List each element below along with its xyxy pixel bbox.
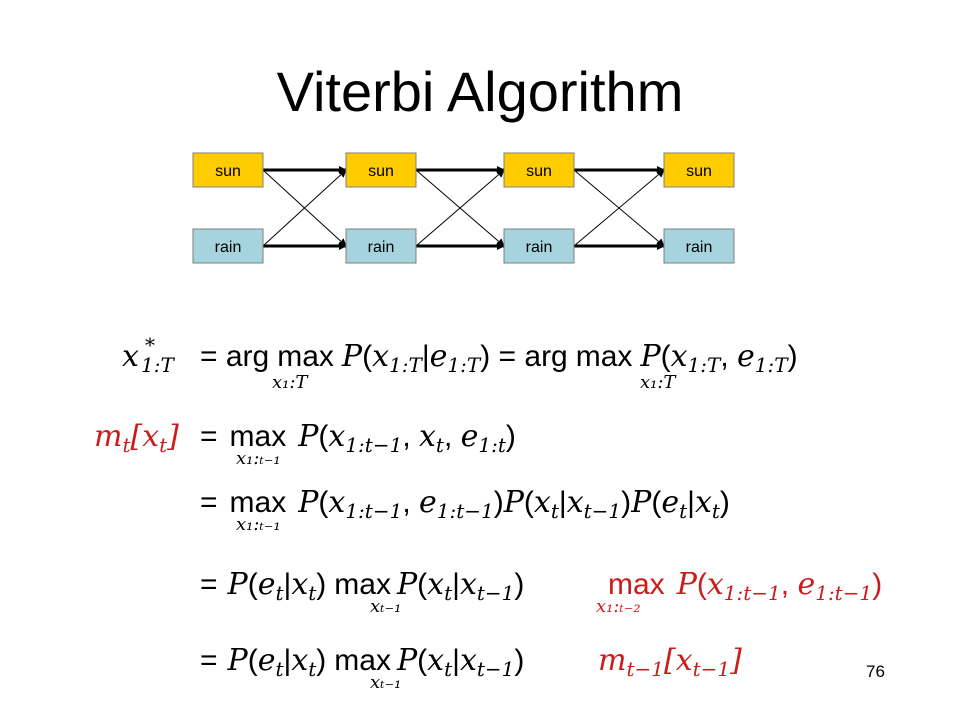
eq1-lhs: x [122, 339, 139, 374]
eq1-sub-a: x₁:T [272, 372, 309, 393]
trellis-node-box [503, 152, 575, 188]
eq5-sub: xₜ₋₁ [370, 672, 401, 693]
trellis-node-box [192, 228, 264, 264]
trellis-node-rain: rain [663, 228, 735, 264]
trellis-node-label: rain [526, 239, 553, 256]
eq2-lhs: mt[xt] [94, 419, 179, 457]
trellis-diagram: sun rain sun rain sun rain sun rain [192, 152, 735, 264]
trellis-node-label: sun [686, 163, 712, 180]
trellis-node-rain: rain [503, 228, 575, 264]
trellis-node-box [663, 228, 735, 264]
trellis-node-sun: sun [192, 152, 264, 188]
trellis-node-box [192, 152, 264, 188]
eq3-sub: x₁:ₜ₋₁ [236, 514, 281, 535]
trellis-node-box [345, 228, 417, 264]
page-number: 76 [866, 662, 885, 681]
trellis-node-label: sun [368, 163, 394, 180]
eq4-sub-black: xₜ₋₁ [370, 596, 401, 617]
trellis-node-sun: sun [663, 152, 735, 188]
slide-title: Viterbi Algorithm [276, 60, 684, 123]
trellis-edges [262, 166, 665, 250]
eq1-sub-b: x₁:T [640, 372, 677, 393]
trellis-node-sun: sun [503, 152, 575, 188]
trellis-node-label: rain [215, 239, 242, 256]
trellis-node-label: sun [526, 163, 552, 180]
trellis-node-rain: rain [345, 228, 417, 264]
eq4-sub-red: x₁:ₜ₋₂ [596, 596, 641, 617]
eq1-lhs-sub: 1:T [141, 353, 175, 377]
eq5-rhs-red: mt−1[xt−1] [598, 643, 742, 681]
trellis-nodes: sun rain sun rain sun rain sun rain [192, 152, 735, 264]
trellis-node-sun: sun [345, 152, 417, 188]
trellis-node-box [345, 152, 417, 188]
trellis-node-box [503, 228, 575, 264]
trellis-edge-rain-sun [262, 169, 347, 247]
trellis-node-rain: rain [192, 228, 264, 264]
eq2-sub: x₁:ₜ₋₁ [236, 448, 281, 469]
trellis-edge-rain-sun [415, 169, 505, 247]
trellis-node-label: rain [686, 239, 713, 256]
trellis-node-box [663, 152, 735, 188]
trellis-node-label: rain [368, 239, 395, 256]
eq1-star: * [145, 333, 155, 357]
trellis-node-label: sun [215, 163, 241, 180]
trellis-edge-rain-sun [573, 169, 665, 247]
